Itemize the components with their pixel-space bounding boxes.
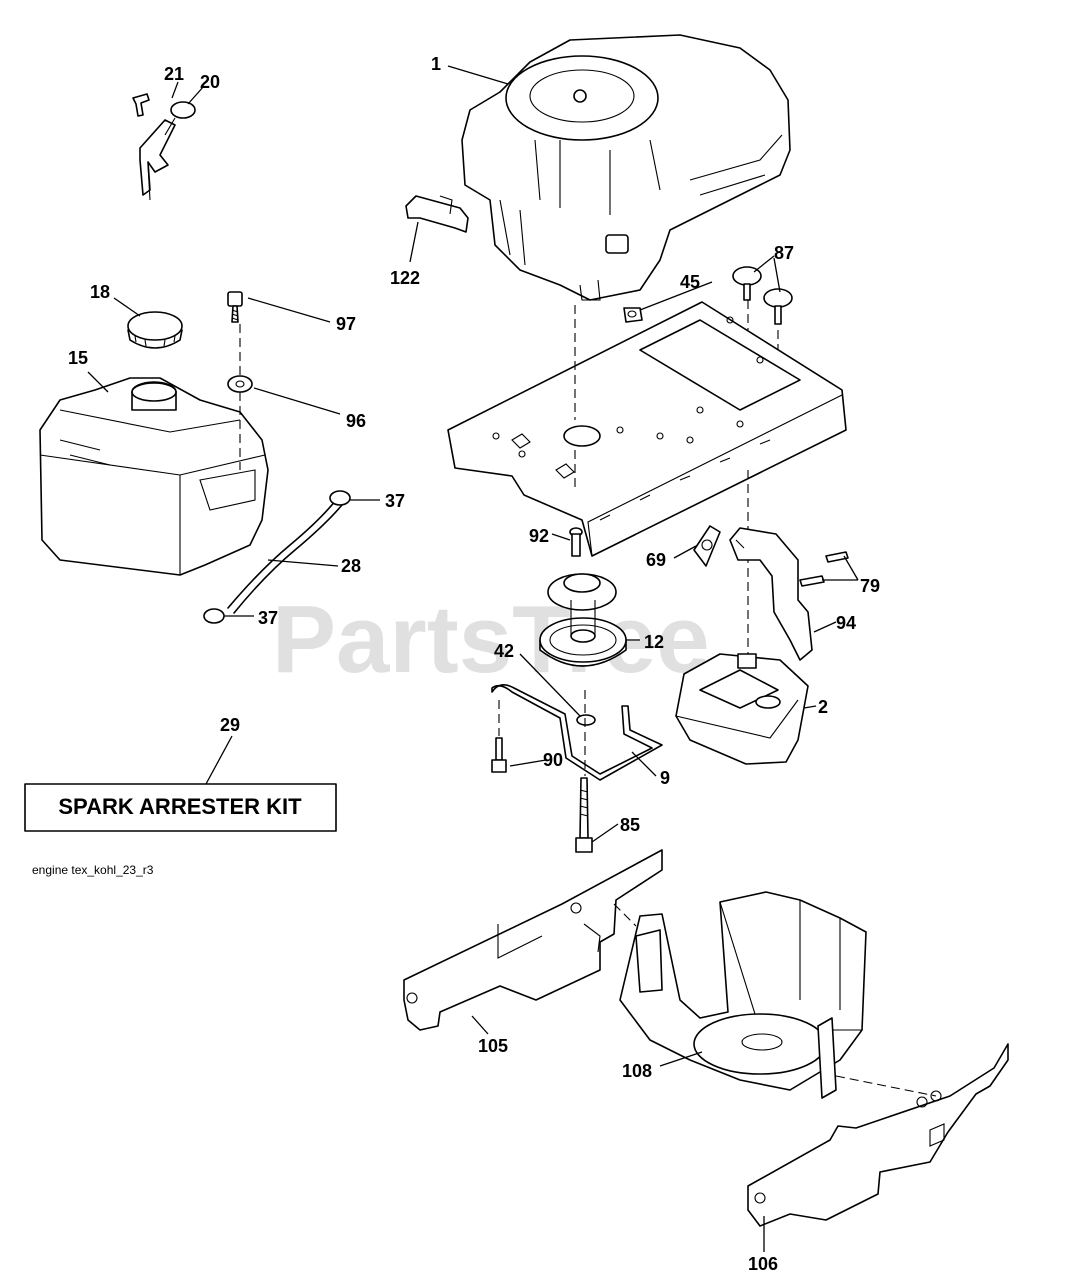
- fuel-line-part[interactable]: [227, 499, 343, 614]
- diagram-reference-code: engine tex_kohl_23_r3: [32, 863, 154, 877]
- callout-90: 90: [543, 750, 563, 770]
- callout-92: 92: [529, 526, 549, 546]
- callout-96: 96: [346, 411, 366, 431]
- hose-clamp-upper-part[interactable]: [329, 490, 351, 506]
- callout-21: 21: [164, 64, 184, 84]
- callout-94: 94: [836, 613, 856, 633]
- callout-12: 12: [644, 632, 664, 652]
- knob-87-part[interactable]: [732, 266, 793, 325]
- nut-45-part[interactable]: [623, 307, 643, 323]
- callout-108: 108: [622, 1061, 652, 1081]
- callout-37-lower: 37: [258, 608, 278, 628]
- hose-clamp-lower-part[interactable]: [203, 608, 225, 624]
- belt-guide-part[interactable]: [491, 684, 663, 781]
- washer-96-part[interactable]: [227, 375, 253, 393]
- callout-79: 79: [860, 576, 880, 596]
- callout-1: 1: [431, 54, 441, 74]
- muffler-part[interactable]: [675, 653, 809, 765]
- callout-9: 9: [660, 768, 670, 788]
- gasket-69-part[interactable]: [693, 525, 721, 567]
- fuel-cap-part[interactable]: [127, 311, 183, 349]
- exhaust-pipe-part[interactable]: [729, 527, 813, 661]
- callout-122: 122: [390, 268, 420, 288]
- engine-part[interactable]: [461, 34, 791, 301]
- fuel-tank-part[interactable]: [39, 377, 269, 576]
- screw-97-part[interactable]: [227, 291, 243, 323]
- ignition-switch-part[interactable]: [139, 101, 196, 201]
- callout-29: 29: [220, 715, 240, 735]
- bolt-90-part[interactable]: [491, 737, 507, 773]
- callout-97: 97: [336, 314, 356, 334]
- leader-lines: [87, 65, 859, 1252]
- bolt-92-part[interactable]: [569, 527, 583, 557]
- bracket-106-part[interactable]: [747, 1043, 1009, 1227]
- spark-arrester-kit-label: SPARK ARRESTER KIT: [58, 794, 302, 819]
- callout-69: 69: [646, 550, 666, 570]
- callout-15: 15: [68, 348, 88, 368]
- screws-79-part[interactable]: [799, 551, 849, 587]
- bracket-105-part[interactable]: [403, 849, 663, 1031]
- housing-108-part[interactable]: [619, 891, 867, 1099]
- bracket-122-part[interactable]: [405, 195, 469, 233]
- bolt-85-part[interactable]: [575, 777, 593, 853]
- callout-105: 105: [478, 1036, 508, 1056]
- engine-mount-plate[interactable]: [447, 301, 847, 557]
- washer-42-part[interactable]: [576, 714, 596, 726]
- spark-arrester-kit-box[interactable]: SPARK ARRESTER KIT: [24, 783, 337, 832]
- callout-42: 42: [494, 641, 514, 661]
- callout-37-upper: 37: [385, 491, 405, 511]
- callout-20: 20: [200, 72, 220, 92]
- callout-2: 2: [818, 697, 828, 717]
- ignition-key-part[interactable]: [132, 93, 150, 117]
- callout-18: 18: [90, 282, 110, 302]
- callout-106: 106: [748, 1254, 778, 1274]
- callout-87: 87: [774, 243, 794, 263]
- callout-85: 85: [620, 815, 640, 835]
- callout-labels: 1 21 20 122 18 15 97 96 37 28 37 29 45 8…: [68, 54, 880, 1274]
- callout-45: 45: [680, 272, 700, 292]
- callout-28: 28: [341, 556, 361, 576]
